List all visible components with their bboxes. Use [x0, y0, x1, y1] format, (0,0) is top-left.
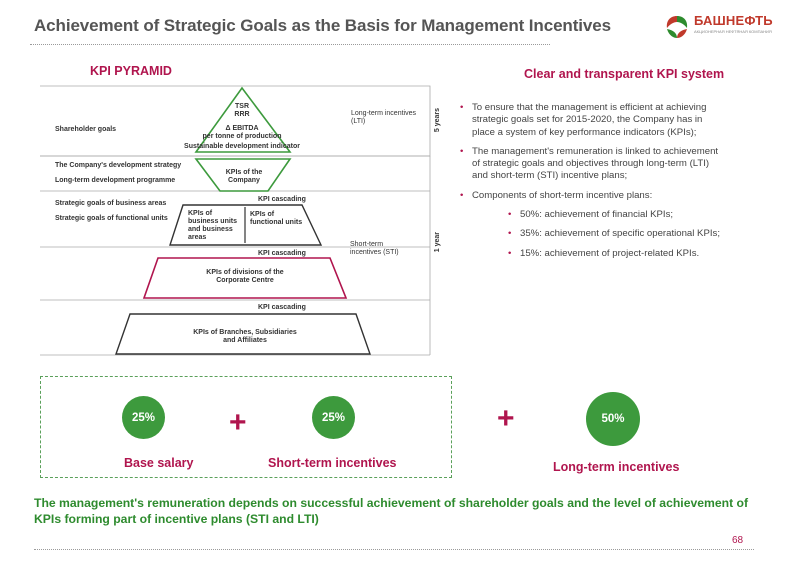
base-salary-label: Base salary — [124, 456, 194, 470]
kpis-functional-line1: KPIs of — [250, 211, 275, 218]
sti-label-line1: Short-term — [350, 241, 384, 248]
short-term-percent: 25% — [312, 396, 355, 439]
kpi-pyramid-diagram — [40, 85, 431, 356]
five-years-label: 5 years — [434, 108, 441, 133]
kpis-divisions-line1: KPIs of divisions of the — [206, 269, 284, 276]
kpi-pyramid-title: KPI PYRAMID — [90, 64, 172, 78]
strategic-business-label: Strategic goals of business areas — [55, 200, 167, 207]
sub-bullet-item: 35%: achievement of specific operational… — [458, 228, 720, 241]
apex-label-per-tonne: per tonne of production — [202, 133, 282, 140]
kpis-company-line1: KPIs of the — [225, 169, 263, 176]
kpis-functional-line2: functional units — [250, 219, 303, 226]
bullet-item: To ensure that the management is efficie… — [458, 102, 720, 139]
page-number: 68 — [732, 535, 744, 546]
kpi-cascading-label-2: KPI cascading — [258, 250, 306, 257]
sustainable-indicator-label: Sustainable development indicator — [184, 143, 300, 150]
sub-bullet-item: 15%: achievement of project-related KPIs… — [458, 248, 720, 261]
kpis-company-line2: Company — [228, 177, 260, 184]
long-term-label: Long-term incentives — [553, 460, 680, 474]
strategic-functional-label: Strategic goals of functional units — [55, 215, 168, 222]
sub-bullet-item: 50%: achievement of financial KPIs; — [458, 209, 720, 222]
kpis-divisions-line2: Corporate Centre — [216, 277, 274, 284]
logo-name: БАШНЕФТЬ — [694, 13, 773, 28]
one-year-label: 1 year — [434, 232, 441, 253]
footer-statement: The management's remuneration depends on… — [34, 496, 749, 526]
apex-label-ebitda: Δ EBITDA — [225, 125, 259, 132]
kpis-business-line2: business units — [188, 218, 238, 225]
title-divider — [30, 44, 550, 45]
apex-label-tsr: TSR — [235, 103, 249, 110]
logo-subtitle: АКЦИОНЕРНАЯ НЕФТЯНАЯ КОМПАНИЯ — [694, 29, 772, 34]
kpi-system-title: Clear and transparent KPI system — [524, 67, 725, 81]
short-term-label: Short-term incentives — [268, 456, 397, 470]
lti-label-line1: Long-term incentives — [351, 110, 416, 117]
sti-label-line2: incentives (STI) — [350, 249, 399, 256]
kpi-cascading-label-1: KPI cascading — [258, 196, 306, 203]
long-term-programme-label: Long-term development programme — [55, 177, 176, 184]
bashneft-logo-icon — [666, 16, 688, 38]
company-strategy-label: The Company's development strategy — [55, 162, 182, 169]
kpis-branches-line1: KPIs of Branches, Subsidiaries — [193, 329, 297, 336]
footer-divider — [34, 549, 754, 550]
kpi-system-bullets: To ensure that the management is efficie… — [458, 102, 720, 267]
long-term-percent: 50% — [586, 392, 640, 446]
page-title: Achievement of Strategic Goals as the Ba… — [34, 16, 611, 35]
base-salary-percent: 25% — [122, 396, 165, 439]
kpis-business-line1: KPIs of — [188, 210, 213, 217]
kpis-business-line3: and business — [188, 226, 233, 233]
bullet-item: Components of short-term incentive plans… — [458, 190, 720, 203]
kpis-business-line4: areas — [188, 234, 207, 241]
incentives-dashed-box — [40, 376, 452, 478]
shareholder-goals-label: Shareholder goals — [55, 126, 117, 133]
bullet-item: The management's remuneration is linked … — [458, 146, 720, 183]
lti-label-line2: (LTI) — [351, 118, 366, 125]
kpis-branches-line2: and Affiliates — [223, 337, 267, 344]
plus-icon: + — [229, 406, 247, 439]
apex-label-rrr: RRR — [234, 111, 250, 118]
kpi-cascading-label-3: KPI cascading — [258, 304, 306, 311]
plus-icon: + — [497, 402, 515, 435]
